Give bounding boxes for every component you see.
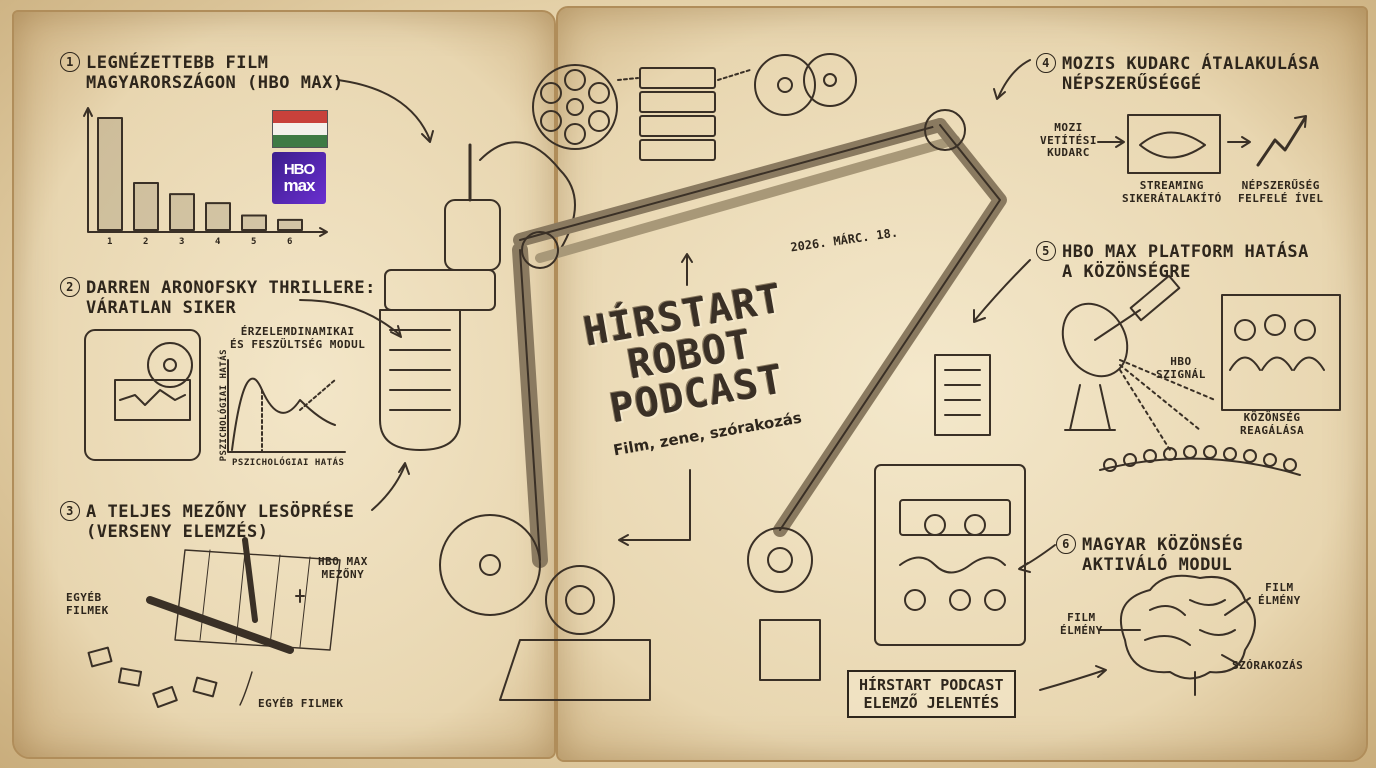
sweeper-broom bbox=[146, 596, 294, 654]
film-reel-large bbox=[532, 64, 618, 150]
bar-2 bbox=[133, 181, 159, 232]
bar-5 bbox=[241, 214, 267, 232]
flow-box bbox=[1127, 114, 1221, 174]
bar-label-6: 6 bbox=[287, 237, 293, 247]
bar-label-4: 4 bbox=[215, 237, 221, 247]
arrow-3 bbox=[371, 464, 406, 511]
crowd bbox=[1099, 457, 1301, 476]
brain-bottom-label: SZÓRAKOZÁS bbox=[1232, 659, 1304, 672]
bar-chart-axes bbox=[87, 109, 326, 233]
film-can-1 bbox=[754, 54, 816, 116]
trend-arrow bbox=[1256, 116, 1307, 167]
bar-chart-bars bbox=[97, 117, 303, 232]
film-can-2 bbox=[803, 53, 857, 107]
bar-label-2: 2 bbox=[143, 237, 149, 247]
hungarian-flag bbox=[272, 110, 328, 148]
microphone-top bbox=[444, 199, 501, 271]
film-reel-lower bbox=[439, 514, 541, 616]
bar-6 bbox=[277, 218, 303, 231]
emotion-device bbox=[84, 329, 201, 461]
base-left bbox=[545, 565, 615, 635]
arrow-4 bbox=[997, 59, 1031, 99]
emotion-x-label: PSZICHOLÓGIAI HATÁS bbox=[232, 458, 345, 468]
blueprint-scaffold bbox=[934, 354, 991, 436]
emotion-graph-axes bbox=[227, 359, 346, 453]
arrow-5 bbox=[974, 259, 1031, 321]
bar-1 bbox=[97, 117, 123, 231]
brain-sketch bbox=[1120, 574, 1256, 680]
hbo-max-logo: HBO max bbox=[272, 152, 326, 204]
joint-1 bbox=[521, 231, 559, 269]
base-right bbox=[747, 527, 813, 593]
audience-panel bbox=[1221, 294, 1341, 411]
microphone-body bbox=[379, 309, 461, 451]
radio-device bbox=[874, 464, 1026, 646]
joint-2 bbox=[924, 109, 966, 151]
sweep-others-bottom: EGYÉB FILMEK bbox=[258, 697, 344, 710]
emotion-y-label: PSZICHOLÓGIAI HATÁS bbox=[219, 348, 230, 462]
satellite-dish bbox=[1061, 302, 1129, 378]
server-stack bbox=[639, 67, 716, 89]
arrow-2 bbox=[299, 299, 401, 336]
emotion-curve bbox=[231, 377, 336, 451]
arrow-1 bbox=[337, 79, 431, 141]
bar-label-3: 3 bbox=[179, 237, 185, 247]
arrow-stamp bbox=[1039, 669, 1106, 691]
bar-4 bbox=[205, 202, 231, 231]
bar-label-1: 1 bbox=[107, 237, 113, 247]
bar-3 bbox=[169, 193, 195, 232]
bar-label-5: 5 bbox=[251, 237, 257, 247]
